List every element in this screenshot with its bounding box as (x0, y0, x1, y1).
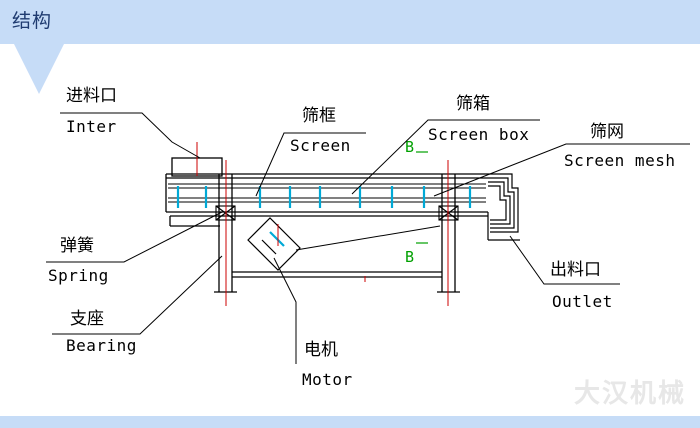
header-bar: 结构 (0, 0, 700, 44)
footer-bar (0, 416, 700, 428)
label-outlet-cn: 出料口 (550, 260, 601, 280)
label-inlet-cn: 进料口 (66, 86, 117, 106)
screen-layers (168, 183, 486, 203)
label-bearing-cn: 支座 (70, 309, 104, 329)
motor (247, 217, 301, 271)
label-bearing-en: Bearing (66, 336, 137, 355)
label-frame-cn: 筛框 (302, 106, 336, 126)
label-motor-cn: 电机 (304, 340, 338, 360)
section-mark-bottom: B (405, 248, 414, 266)
screen-mesh-bars (176, 186, 472, 208)
label-outlet-en: Outlet (552, 292, 613, 311)
label-spring-en: Spring (48, 266, 109, 285)
centerlines (196, 142, 449, 306)
section-title: 结构 (12, 10, 53, 32)
screen-box-frame (165, 173, 488, 227)
section-markers (416, 151, 428, 244)
label-mesh-cn: 筛网 (590, 122, 624, 142)
header-tab-pointer (14, 44, 64, 94)
section-mark-top: B (405, 138, 414, 156)
label-inlet-en: Inter (66, 117, 117, 136)
label-frame-en: Screen (290, 136, 351, 155)
brand-watermark: 大汉机械 (573, 379, 686, 409)
base-beam (232, 271, 442, 278)
label-spring-cn: 弹簧 (60, 236, 94, 256)
label-motor-en: Motor (302, 370, 353, 389)
leader-lines (46, 112, 690, 364)
outlet-chute (487, 173, 520, 241)
label-box-cn: 筛箱 (456, 94, 490, 114)
label-box-en: Screen box (428, 125, 530, 144)
label-mesh-en: Screen mesh (564, 151, 676, 170)
